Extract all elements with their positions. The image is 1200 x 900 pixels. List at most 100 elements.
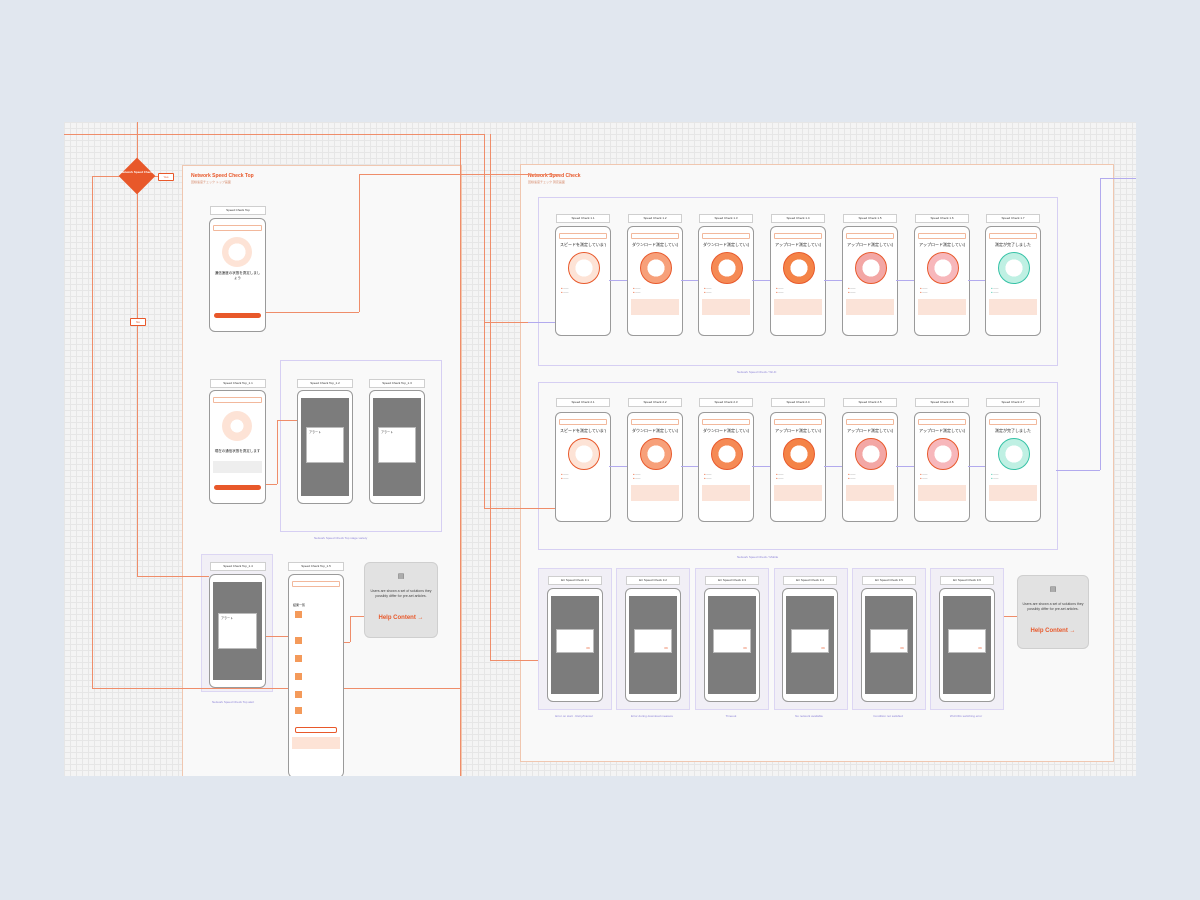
error-screen[interactable]: OK bbox=[547, 588, 603, 702]
alert-dialog[interactable]: アラート bbox=[218, 613, 257, 649]
mobile-group-frame bbox=[538, 382, 1058, 550]
ok-button[interactable]: OK bbox=[664, 647, 668, 650]
error-dialog[interactable]: OK bbox=[556, 629, 594, 653]
help-link[interactable]: Help Content → bbox=[1030, 628, 1076, 634]
metric-lines: ● ——● —— bbox=[848, 287, 856, 294]
document-icon: ▤ bbox=[397, 573, 405, 580]
wifi-screen[interactable]: アップロード測定しています● ——● —— bbox=[842, 226, 898, 336]
info-box bbox=[213, 461, 262, 473]
screen-results[interactable]: 結果一覧 bbox=[288, 574, 344, 776]
ok-button[interactable]: OK bbox=[821, 647, 825, 650]
connector bbox=[350, 616, 364, 617]
screen-top-alert-3[interactable]: アラート bbox=[209, 574, 266, 688]
design-canvas[interactable]: Network Speed Check Top 回線速度チェック トップ画面 N… bbox=[64, 122, 1136, 776]
wifi-screen[interactable]: スピードを測定しています● ——● —— bbox=[555, 226, 611, 336]
screen-top-mobile[interactable]: 現在の通信状態を測定します bbox=[209, 390, 266, 504]
start-button[interactable] bbox=[214, 313, 261, 318]
mobile-screen[interactable]: スピードを測定しています● ——● —— bbox=[555, 412, 611, 522]
error-screen[interactable]: OK bbox=[861, 588, 917, 702]
flow-arrow bbox=[896, 280, 914, 281]
list-thumb bbox=[295, 691, 302, 698]
help-card[interactable]: ▤ Users are shown a set of solutions the… bbox=[364, 562, 438, 638]
mobile-group-label: Network Speed Check / Mobile bbox=[737, 555, 779, 559]
screen-top-alert-2[interactable]: アラート bbox=[369, 390, 425, 504]
flow-arrow bbox=[752, 466, 770, 467]
screen-tag: Speed Check 1.6 bbox=[915, 214, 969, 223]
connector bbox=[64, 134, 484, 135]
header-bar bbox=[774, 419, 822, 425]
error-screen[interactable]: OK bbox=[782, 588, 838, 702]
connector bbox=[137, 190, 138, 576]
decision-diamond[interactable] bbox=[118, 157, 156, 195]
info-box bbox=[702, 485, 750, 501]
connector bbox=[259, 312, 359, 313]
document-icon: ▤ bbox=[1049, 586, 1057, 593]
screen-top-alert[interactable]: アラート bbox=[297, 390, 353, 504]
screen-text: 通信速度の状態を測定しましょう bbox=[214, 271, 261, 280]
ok-button[interactable]: OK bbox=[978, 647, 982, 650]
error-screen[interactable]: OK bbox=[704, 588, 760, 702]
flow-arrow bbox=[609, 280, 627, 281]
metric-lines: ● ——● —— bbox=[920, 287, 928, 294]
wifi-screen[interactable]: ダウンロード測定しています● ——● —— bbox=[627, 226, 683, 336]
decision-label: Network Speed Check bbox=[121, 170, 153, 174]
alert-dialog[interactable]: アラート bbox=[378, 427, 416, 463]
measure-board-subtitle: 回線速度チェック 測定画面 bbox=[528, 180, 565, 184]
flow-arrow bbox=[824, 466, 842, 467]
mobile-screen[interactable]: アップロード測定しています● ——● —— bbox=[770, 412, 826, 522]
header-bar bbox=[846, 419, 894, 425]
header-bar bbox=[918, 419, 966, 425]
connector bbox=[137, 576, 209, 577]
alert-dialog[interactable]: アラート bbox=[306, 427, 344, 463]
connector bbox=[277, 420, 297, 421]
screen-tag: Speed Check Top_1.5 bbox=[288, 562, 344, 571]
wifi-screen[interactable]: アップロード測定しています● ——● —— bbox=[770, 226, 826, 336]
gauge-icon bbox=[855, 438, 887, 470]
ok-button[interactable]: OK bbox=[900, 647, 904, 650]
error-dialog[interactable]: OK bbox=[791, 629, 829, 653]
connector bbox=[259, 484, 277, 485]
wifi-group-label: Network Speed Check / Wi-Fi bbox=[737, 370, 777, 374]
screen-tag: Err Speed Check 3.2 bbox=[626, 576, 680, 585]
wifi-screen[interactable]: 測定が完了しました● ——● —— bbox=[985, 226, 1041, 336]
screen-text: スピードを測定しています bbox=[560, 242, 606, 247]
more-button[interactable] bbox=[295, 727, 337, 733]
ok-button[interactable]: OK bbox=[586, 647, 590, 650]
flow-arrow bbox=[968, 280, 985, 281]
error-dialog[interactable]: OK bbox=[870, 629, 908, 653]
wifi-screen[interactable]: ダウンロード測定しています● ——● —— bbox=[698, 226, 754, 336]
screen-tag: Speed Check 1.1 bbox=[556, 214, 610, 223]
screen-top[interactable]: 通信速度の状態を測定しましょう bbox=[209, 218, 266, 332]
gauge-icon bbox=[640, 252, 672, 284]
header-bar bbox=[631, 233, 679, 239]
screen-text: 現在の通信状態を測定します bbox=[214, 449, 261, 453]
connector bbox=[484, 508, 558, 509]
metric-lines: ● ——● —— bbox=[561, 473, 569, 480]
gauge-icon bbox=[711, 438, 743, 470]
screen-tag: Err Speed Check 3.1 bbox=[548, 576, 602, 585]
error-dialog[interactable]: OK bbox=[634, 629, 672, 653]
mobile-screen[interactable]: ダウンロード測定しています● ——● —— bbox=[698, 412, 754, 522]
metric-lines: ● ——● —— bbox=[704, 473, 712, 480]
ok-button[interactable]: OK bbox=[743, 647, 747, 650]
screen-tag: Err Speed Check 3.6 bbox=[940, 576, 994, 585]
mobile-screen[interactable]: アップロード測定しています● ——● —— bbox=[842, 412, 898, 522]
wifi-screen[interactable]: アップロード測定しています● ——● —— bbox=[914, 226, 970, 336]
connector bbox=[484, 322, 558, 323]
mobile-screen[interactable]: ダウンロード測定しています● ——● —— bbox=[627, 412, 683, 522]
gauge-icon bbox=[855, 252, 887, 284]
help-link[interactable]: Help Content → bbox=[378, 615, 424, 621]
error-dialog[interactable]: OK bbox=[713, 629, 751, 653]
error-screen[interactable]: OK bbox=[625, 588, 681, 702]
help-card[interactable]: ▤ Users are shown a set of solutions the… bbox=[1017, 575, 1089, 649]
error-dialog[interactable]: OK bbox=[948, 629, 986, 653]
screen-tag: Speed Check 1.7 bbox=[986, 214, 1040, 223]
screen-tag: Speed Check 1.5 bbox=[843, 214, 897, 223]
mobile-screen[interactable]: 測定が完了しました● ——● —— bbox=[985, 412, 1041, 522]
yes-label: Yes bbox=[158, 173, 174, 181]
screen-text: ダウンロード測定しています bbox=[632, 242, 678, 247]
mobile-screen[interactable]: アップロード測定しています● ——● —— bbox=[914, 412, 970, 522]
error-screen[interactable]: OK bbox=[939, 588, 995, 702]
connector bbox=[484, 322, 485, 508]
start-button[interactable] bbox=[214, 485, 261, 490]
